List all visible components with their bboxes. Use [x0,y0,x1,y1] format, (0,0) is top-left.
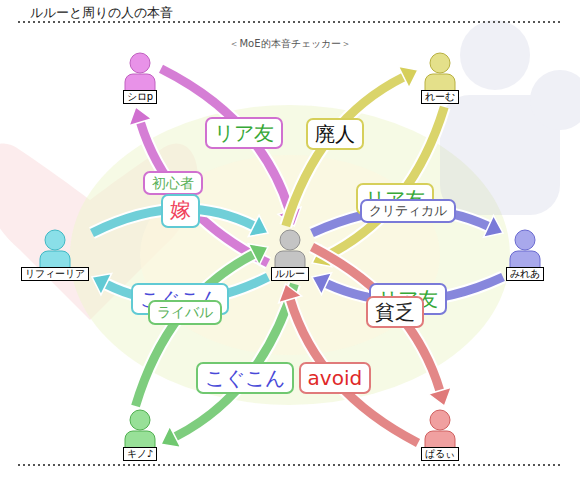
edge-label: 初心者 [143,171,203,196]
name-tag: みれあ [506,267,544,281]
edge-label: 貧乏 [366,296,424,328]
people-watermark [440,20,580,215]
person-node: リフィーリア [21,229,89,281]
edge-label: クリティカル [360,199,456,223]
name-tag: リフィーリア [21,267,89,281]
center-glow-inner [140,155,440,355]
person-node: みれあ [506,229,544,281]
person-node: れーむ [421,52,459,104]
top-rule [18,21,562,23]
edge-label: こぐこん [196,362,294,394]
edge-label: 廃人 [306,118,364,150]
name-tag: シロp [123,90,157,104]
edge-label: ライバル [148,300,222,325]
name-tag: れーむ [421,90,459,104]
name-tag: ぱるぃ [421,447,459,461]
name-tag: キノ♪ [123,447,157,461]
edge-label: 嫁 [161,194,200,227]
bottom-rule [18,464,562,466]
edge-label: avoid [299,362,372,394]
diagram-title: ルルーと周りの人の本音 [30,4,173,22]
person-node: シロp [122,52,158,104]
person-node: ルルー [271,229,309,281]
edge-label: リア友 [205,117,283,149]
person-node: ぱるぃ [421,409,459,461]
subtitle: ＜MoE的本音チェッカー＞ [0,37,580,51]
name-tag: ルルー [271,267,309,281]
person-node: キノ♪ [122,409,158,461]
